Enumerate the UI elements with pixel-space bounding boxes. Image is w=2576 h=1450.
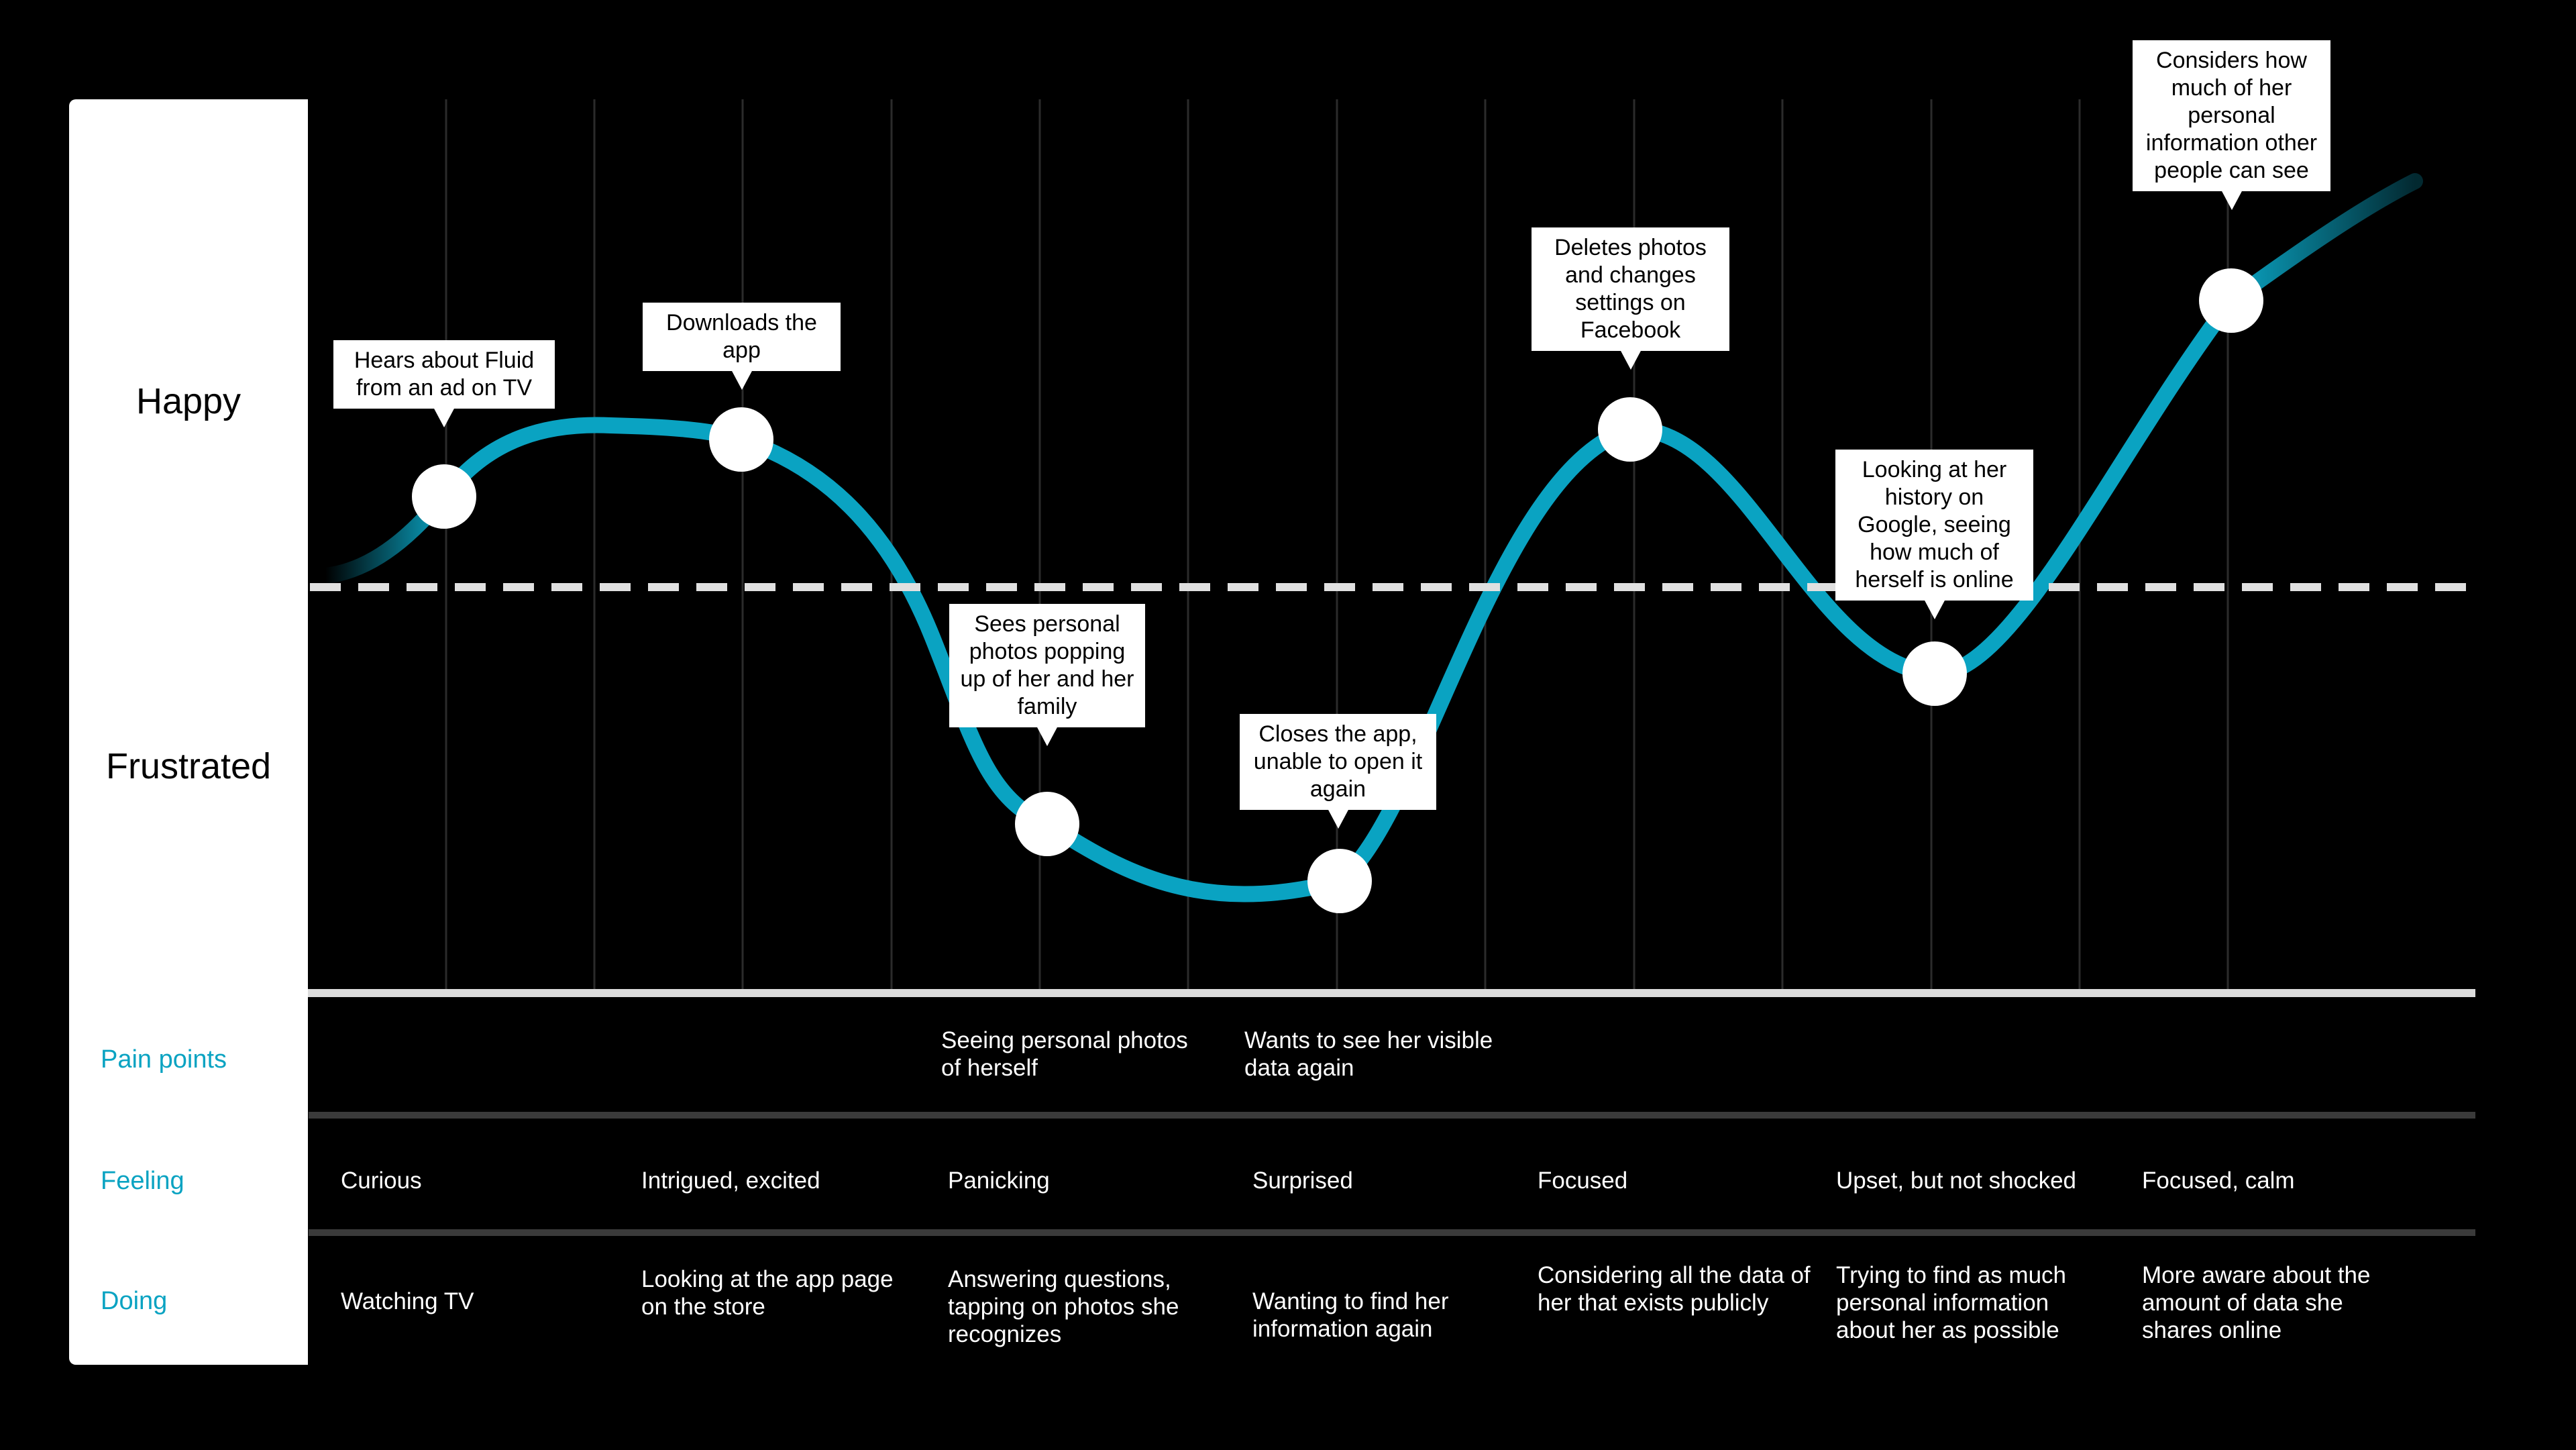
feeling-row-label: Feeling: [101, 1167, 184, 1195]
grid-lines: [445, 99, 2229, 990]
side-panel: [69, 99, 308, 1365]
event-callout-1: Hears about Fluid from an ad on TV: [333, 340, 555, 427]
frustrated-label: Frustrated: [105, 746, 272, 786]
event-callout-4: Closes the app, unable to open it again: [1240, 714, 1436, 829]
pain-point-4: Wants to see her visible data again: [1244, 1027, 1493, 1081]
feeling-3: Panicking: [948, 1168, 1050, 1194]
curve-tail: [2223, 173, 2423, 309]
doing-6: Trying to find as much personal informat…: [1836, 1262, 2067, 1343]
pain-point-3: Seeing personal photos of herself: [941, 1027, 1188, 1081]
doing-7: More aware about the amount of data she …: [2142, 1262, 2371, 1343]
event-callout-7: Considers how much of her personal infor…: [2133, 40, 2330, 210]
event-callout-2: Downloads the app: [643, 303, 841, 390]
event-callout-3: Sees personal photos popping up of her a…: [949, 604, 1145, 746]
feeling-6: Upset, but not shocked: [1836, 1168, 2076, 1194]
feeling-1: Curious: [341, 1168, 422, 1194]
feeling-4: Surprised: [1252, 1168, 1353, 1194]
doing-4: Wanting to find her information again: [1252, 1288, 1449, 1342]
doing-3: Answering questions, tapping on photos s…: [948, 1266, 1179, 1347]
doing-row-label: Doing: [101, 1287, 168, 1315]
happy-label: Happy: [136, 381, 241, 421]
feeling-7: Focused, calm: [2142, 1168, 2295, 1194]
feeling-2: Intrigued, excited: [641, 1168, 820, 1194]
event-callout-6: Looking at her history on Google, seeing…: [1835, 450, 2033, 619]
doing-5: Considering all the data of her that exi…: [1538, 1262, 1811, 1316]
feeling-5: Focused: [1538, 1168, 1628, 1194]
pain-points-row-label: Pain points: [101, 1045, 227, 1074]
event-callout-5: Deletes photos and changes settings on F…: [1532, 227, 1729, 370]
doing-2: Looking at the app page on the store: [641, 1266, 894, 1320]
doing-1: Watching TV: [341, 1288, 474, 1314]
stage-markers: [412, 268, 2263, 913]
